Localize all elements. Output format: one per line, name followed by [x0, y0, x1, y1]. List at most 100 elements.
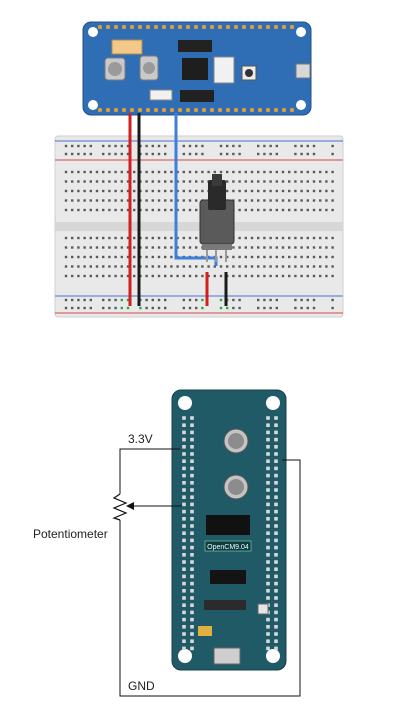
- board-pin: [182, 596, 186, 600]
- board-pin: [98, 25, 102, 29]
- breadboard-hole: [238, 180, 241, 183]
- board-pin: [182, 502, 186, 507]
- board-pin: [202, 25, 206, 29]
- board-pin: [190, 581, 194, 586]
- breadboard-hole: [232, 306, 235, 310]
- breadboard-hole: [126, 208, 130, 212]
- board-pin: [266, 574, 270, 579]
- breadboard-hole: [263, 265, 266, 268]
- board-pin: [274, 610, 278, 615]
- breadboard-hole: [157, 255, 161, 259]
- board-pin: [274, 445, 278, 449]
- breadboard-hole: [275, 152, 278, 156]
- breadboard-hole: [226, 180, 229, 183]
- breadboard-hole: [201, 306, 204, 310]
- breadboard-hole: [77, 274, 80, 278]
- breadboard-hole: [257, 170, 260, 174]
- breadboard-hole: [164, 208, 167, 212]
- breadboard-hole: [108, 189, 111, 193]
- chip: [182, 58, 208, 80]
- board-pin: [106, 108, 110, 112]
- board-pin: [242, 108, 246, 112]
- breadboard-hole: [108, 246, 111, 249]
- board-pin: [274, 473, 278, 478]
- board-pin: [266, 646, 270, 651]
- board-pin: [274, 25, 278, 29]
- breadboard-hole: [306, 298, 309, 302]
- board-pin: [106, 25, 110, 29]
- board-pin: [274, 423, 278, 427]
- breadboard-hole: [275, 170, 278, 174]
- board-pin: [274, 481, 278, 485]
- breadboard-hole: [120, 152, 123, 156]
- breadboard-hole: [64, 306, 68, 310]
- board-pin: [274, 646, 278, 651]
- board-pin: [266, 473, 270, 478]
- breadboard-hole: [219, 298, 223, 302]
- breadboard-hole: [294, 152, 297, 156]
- breadboard-hole: [176, 208, 179, 212]
- breadboard-hole: [219, 152, 223, 156]
- breadboard-hole: [195, 199, 198, 202]
- breadboard-hole: [126, 180, 130, 183]
- breadboard-hole: [269, 189, 272, 193]
- board-pin: [266, 632, 270, 636]
- board-pin: [182, 589, 186, 593]
- breadboard-hole: [294, 306, 297, 310]
- breadboard-hole: [188, 265, 192, 268]
- breadboard-hole: [108, 152, 111, 156]
- breadboard-hole: [319, 246, 322, 249]
- connector-white: [213, 56, 235, 84]
- breadboard-hole: [300, 265, 303, 268]
- breadboard-hole: [182, 208, 185, 212]
- breadboard-hole: [213, 170, 216, 174]
- breadboard-hole: [176, 180, 179, 183]
- breadboard-hole: [300, 274, 303, 278]
- breadboard-hole: [201, 265, 204, 268]
- breadboard-hole: [83, 306, 86, 310]
- breadboard-hole: [226, 144, 229, 148]
- board-pin: [182, 538, 186, 543]
- board-pin: [130, 108, 134, 112]
- breadboard-hole: [176, 274, 179, 278]
- board-pin: [290, 25, 294, 29]
- breadboard-hole: [157, 170, 161, 174]
- breadboard-hole: [257, 199, 260, 202]
- breadboard-hole: [145, 180, 148, 183]
- board-pin: [182, 488, 186, 492]
- breadboard-hole: [120, 255, 123, 259]
- board-pin: [266, 25, 270, 29]
- breadboard-hole: [288, 170, 291, 174]
- breadboard-hole: [114, 246, 117, 249]
- mount-hole: [266, 396, 280, 410]
- breadboard-hole: [89, 274, 92, 278]
- breadboard-hole: [145, 189, 148, 193]
- board-pin: [210, 108, 214, 112]
- breadboard-hole: [238, 170, 241, 174]
- breadboard-hole: [300, 170, 303, 174]
- breadboard-hole: [257, 255, 260, 259]
- board-pin-row: [98, 25, 294, 112]
- board-pin: [190, 524, 194, 528]
- pin-header-block: [178, 40, 212, 52]
- breadboard-hole: [300, 189, 303, 193]
- breadboard-hole: [201, 298, 204, 302]
- board-pin: [274, 567, 278, 571]
- board-pin: [186, 25, 190, 29]
- breadboard-hole: [102, 236, 105, 240]
- breadboard-hole: [195, 208, 198, 212]
- board-pin: [182, 632, 186, 636]
- breadboard-hole: [288, 246, 291, 249]
- breadboard-hole: [232, 152, 235, 156]
- breadboard-hole: [263, 236, 266, 240]
- breadboard-hole: [77, 170, 80, 174]
- board-pin: [266, 581, 270, 586]
- breadboard-hole: [275, 144, 278, 148]
- breadboard-hole: [176, 189, 179, 193]
- breadboard-hole: [126, 265, 130, 268]
- breadboard-hole: [207, 265, 210, 268]
- board-pin: [190, 553, 194, 557]
- breadboard-hole: [126, 189, 130, 193]
- breadboard-hole: [71, 255, 74, 259]
- breadboard-hole: [83, 180, 86, 183]
